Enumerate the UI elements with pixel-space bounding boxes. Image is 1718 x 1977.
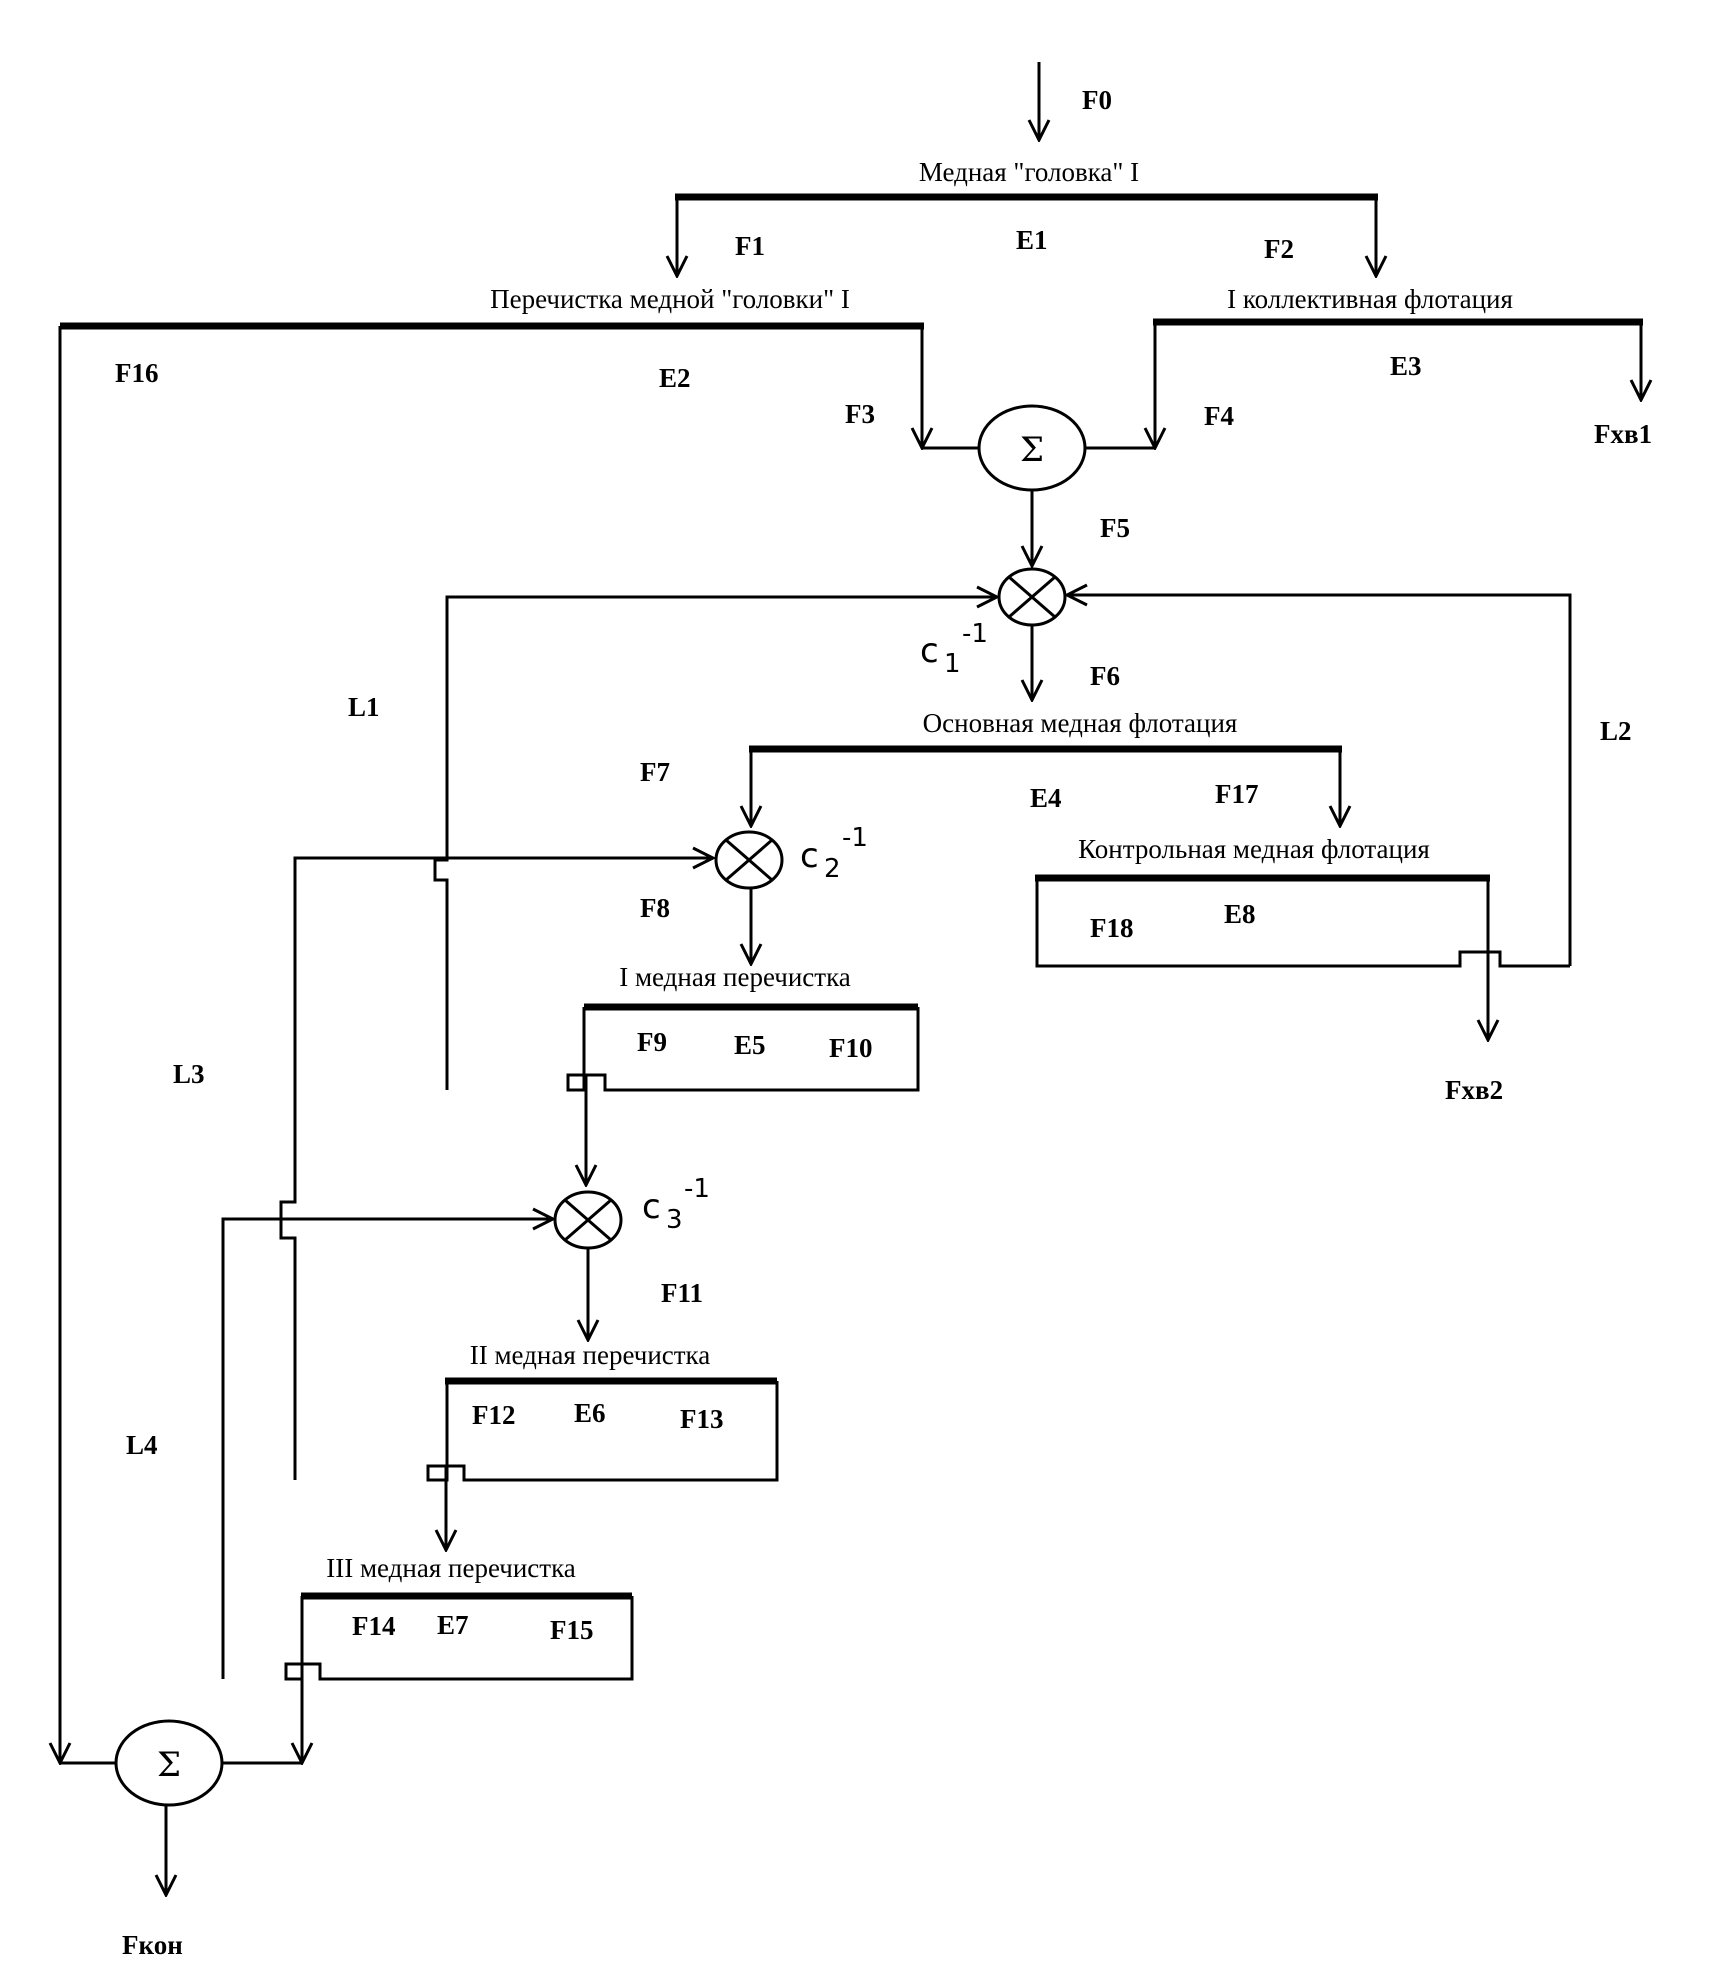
efficiency-label: E7 — [437, 1610, 469, 1640]
flow-label: Fхв2 — [1445, 1075, 1503, 1105]
flow-label: F1 — [735, 231, 765, 261]
svg-text:c: c — [920, 631, 939, 671]
flow-label: F18 — [1090, 913, 1134, 943]
efficiency-label: E1 — [1016, 225, 1048, 255]
sum-node-2: Σ — [114, 1719, 224, 1807]
svg-text:-1: -1 — [684, 1174, 710, 1204]
stage-box-control — [1035, 878, 1570, 968]
svg-text:2: 2 — [824, 854, 841, 884]
svg-text:-1: -1 — [842, 823, 868, 853]
flow-label: Fкон — [122, 1930, 183, 1960]
loop-L2 — [1067, 595, 1572, 966]
loop-label: L4 — [126, 1430, 158, 1460]
efficiency-label: E4 — [1030, 783, 1062, 813]
stage-label-clean2: II медная перечистка — [470, 1340, 711, 1370]
flow-label: F16 — [115, 358, 159, 388]
flow-label: F3 — [845, 399, 875, 429]
stage-label-collective: I коллективная флотация — [1227, 284, 1513, 314]
flow-label: F11 — [661, 1278, 703, 1308]
svg-text:c: c — [642, 1187, 661, 1227]
stage-label-main-copper: Основная медная флотация — [923, 708, 1238, 738]
flow-label: F2 — [1264, 234, 1294, 264]
coefficient-c2: c 2 -1 — [800, 823, 868, 884]
loop-label: L3 — [173, 1059, 205, 1089]
flow-label: F6 — [1090, 661, 1120, 691]
flow-label: F12 — [472, 1400, 516, 1430]
efficiency-label: E6 — [574, 1398, 606, 1428]
flow-label: F8 — [640, 893, 670, 923]
mix-node-2 — [714, 830, 784, 890]
flow-label: F5 — [1100, 513, 1130, 543]
stage-label-head: Медная "головка" I — [919, 157, 1139, 187]
loop-L3 — [279, 858, 713, 1480]
stage-label-clean1: I медная перечистка — [619, 962, 851, 992]
svg-text:c: c — [800, 836, 819, 876]
flow-label: F15 — [550, 1615, 594, 1645]
flow-label: F0 — [1082, 85, 1112, 115]
sum-symbol: Σ — [157, 1745, 181, 1785]
mix-node-3 — [553, 1190, 623, 1250]
loop-label: L2 — [1600, 716, 1632, 746]
flow-label: Fхв1 — [1594, 419, 1652, 449]
flow-label: F17 — [1215, 779, 1259, 809]
loop-label: L1 — [348, 692, 380, 722]
mix-node-1 — [997, 567, 1067, 627]
flow-label: F14 — [352, 1611, 396, 1641]
flow-label: F9 — [637, 1027, 667, 1057]
efficiency-label: E2 — [659, 363, 691, 393]
sum-symbol: Σ — [1020, 430, 1044, 470]
efficiency-label: E8 — [1224, 899, 1256, 929]
stage-label-control: Контрольная медная флотация — [1078, 834, 1430, 864]
coefficient-c3: c 3 -1 — [642, 1174, 710, 1235]
svg-text:1: 1 — [944, 649, 961, 679]
svg-text:3: 3 — [666, 1205, 683, 1235]
loop-L1 — [433, 597, 997, 1090]
flow-label: F7 — [640, 757, 670, 787]
sum-node-1: Σ — [977, 404, 1087, 492]
flow-label: F10 — [829, 1033, 873, 1063]
stage-label-head-cleaning: Перечистка медной "головки" I — [490, 284, 850, 314]
loop-L4 — [221, 1219, 553, 1679]
flow-label: F4 — [1204, 401, 1234, 431]
flow-label: F13 — [680, 1404, 724, 1434]
stage-label-clean3: III медная перечистка — [326, 1553, 576, 1583]
stage-box-clean2 — [426, 1381, 779, 1482]
svg-text:-1: -1 — [962, 619, 988, 649]
efficiency-label: E3 — [1390, 351, 1422, 381]
coefficient-c1: c 1 -1 — [920, 619, 988, 679]
efficiency-label: E5 — [734, 1030, 766, 1060]
